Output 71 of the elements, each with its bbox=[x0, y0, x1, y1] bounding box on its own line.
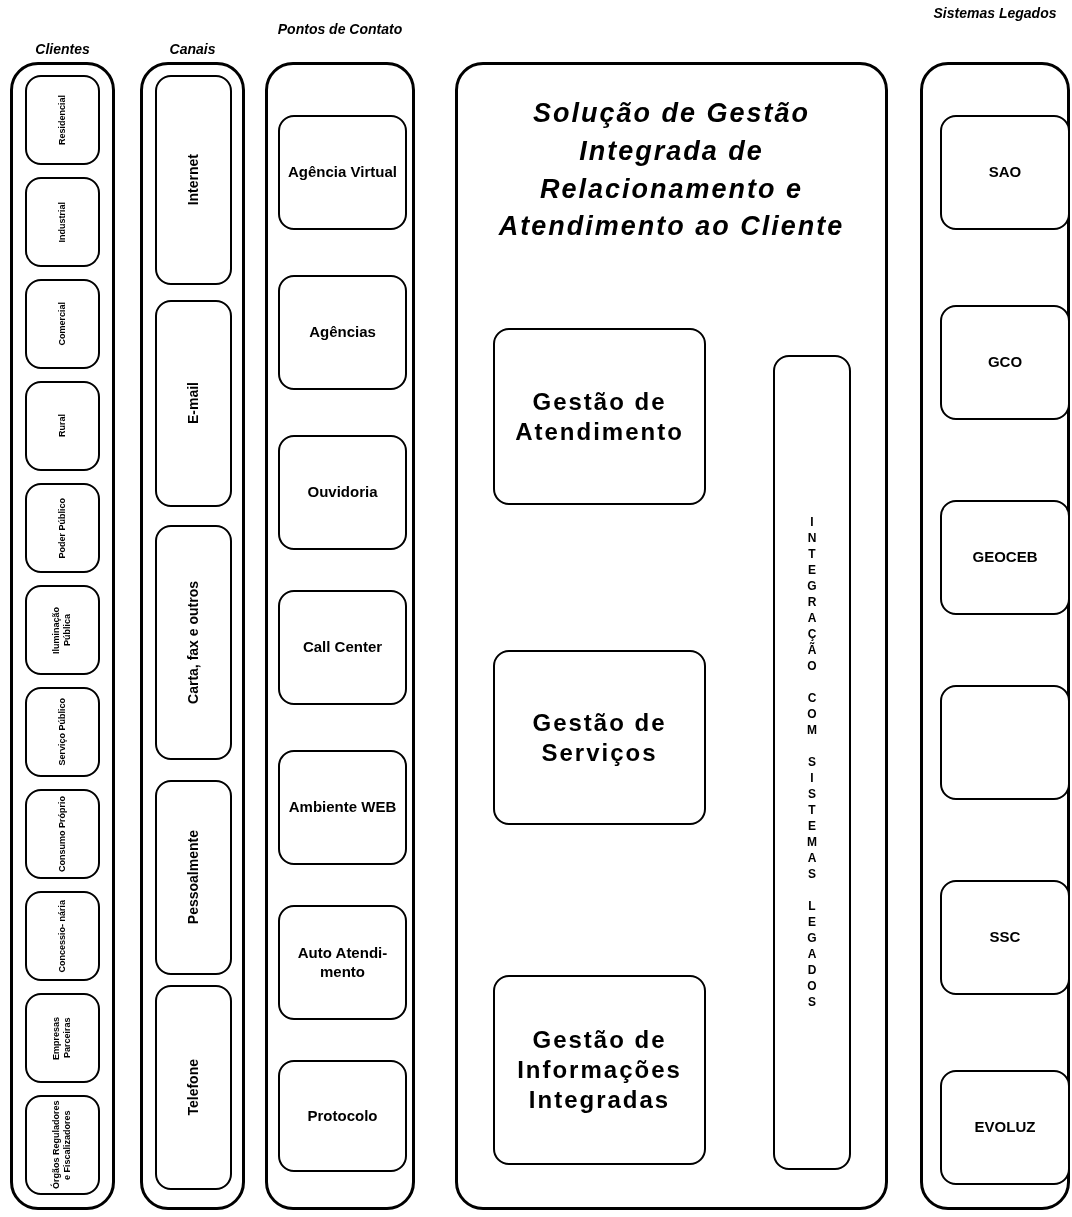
legacy-system-box bbox=[940, 880, 1070, 995]
box-label: Empresas Parceiras bbox=[51, 1015, 74, 1062]
column-heading: Canais bbox=[168, 41, 217, 58]
box-label: Serviço Público bbox=[56, 698, 68, 766]
contact-point-box bbox=[278, 115, 407, 230]
client-box bbox=[25, 687, 100, 777]
contact-point-box bbox=[278, 435, 407, 550]
column-heading: Sistemas Legados bbox=[932, 5, 1058, 22]
column-heading: Clientes bbox=[34, 41, 91, 58]
client-box bbox=[25, 789, 100, 879]
legacy-system-box bbox=[940, 115, 1070, 230]
box-label: Ambiente WEB bbox=[288, 798, 397, 817]
contact-point-box bbox=[278, 1060, 407, 1172]
channel-box bbox=[155, 780, 232, 975]
channel-box bbox=[155, 525, 232, 760]
legacy-system-box bbox=[940, 1070, 1070, 1185]
legacy-system-box bbox=[940, 500, 1070, 615]
box-label: GEOCEB bbox=[972, 548, 1038, 567]
column-heading: Pontos de Contato bbox=[276, 21, 404, 38]
solution-panel bbox=[455, 62, 888, 1210]
client-box bbox=[25, 1095, 100, 1195]
client-box bbox=[25, 585, 100, 675]
box-label: Rural bbox=[56, 414, 68, 438]
client-box bbox=[25, 483, 100, 573]
contact-point-box bbox=[278, 750, 407, 865]
box-label: Auto Atendi- mento bbox=[296, 943, 389, 982]
box-label: Gestão de Serviços bbox=[531, 707, 668, 768]
box-label: Agências bbox=[309, 323, 376, 342]
channel-box bbox=[155, 985, 232, 1190]
box-label: Gestão de Informações Integradas bbox=[516, 1025, 683, 1115]
box-label: EVOLUZ bbox=[974, 1118, 1036, 1137]
client-box bbox=[25, 993, 100, 1083]
channel-box bbox=[155, 300, 232, 507]
box-label: Pessoalmente bbox=[184, 830, 202, 925]
box-label: Protocolo bbox=[307, 1106, 378, 1126]
box-label: Gestão de Atendimento bbox=[514, 386, 685, 447]
box-label: Iluminação Pública bbox=[51, 605, 74, 656]
box-label: Órgãos Reguladores e Fiscalizadores bbox=[51, 1100, 74, 1190]
channel-box bbox=[155, 75, 232, 285]
box-label: Carta, fax e outros bbox=[184, 581, 202, 704]
module-box bbox=[493, 975, 706, 1165]
box-label: Agência Virtual bbox=[288, 163, 397, 182]
box-label: Consumo Próprio bbox=[56, 796, 68, 872]
box-label: Concessio- nária bbox=[56, 899, 68, 973]
box-label: Comercial bbox=[56, 302, 68, 346]
box-label: INTEGRAÇÃO COM SISTEMAS LEGADOS bbox=[806, 514, 818, 1011]
box-label: Industrial bbox=[56, 201, 68, 243]
client-box bbox=[25, 75, 100, 165]
box-label: Telefone bbox=[184, 1059, 202, 1116]
box-label: SAO bbox=[988, 163, 1022, 182]
client-box bbox=[25, 381, 100, 471]
box-label: Ouvidoria bbox=[307, 483, 378, 502]
contact-point-box bbox=[278, 590, 407, 705]
box-label: Residencial bbox=[56, 95, 68, 145]
box-label: E-mail bbox=[184, 382, 202, 425]
integration-bar bbox=[773, 355, 851, 1170]
box-label: Internet bbox=[184, 154, 202, 206]
legacy-system-box bbox=[940, 305, 1070, 420]
contact-point-box bbox=[278, 905, 407, 1020]
client-box bbox=[25, 177, 100, 267]
solution-title: Solução de Gestão Integrada de Relacionamento e Atendimento ao Cliente bbox=[497, 97, 846, 244]
client-box bbox=[25, 279, 100, 369]
legacy-system-box bbox=[940, 685, 1070, 800]
box-label: GCO bbox=[987, 353, 1023, 372]
module-box bbox=[493, 328, 706, 505]
client-box bbox=[25, 891, 100, 981]
box-label: SSC bbox=[989, 928, 1021, 947]
box-label: Poder Público bbox=[56, 497, 68, 559]
contact-point-box bbox=[278, 275, 407, 390]
module-box bbox=[493, 650, 706, 825]
box-label: Call Center bbox=[302, 638, 383, 657]
